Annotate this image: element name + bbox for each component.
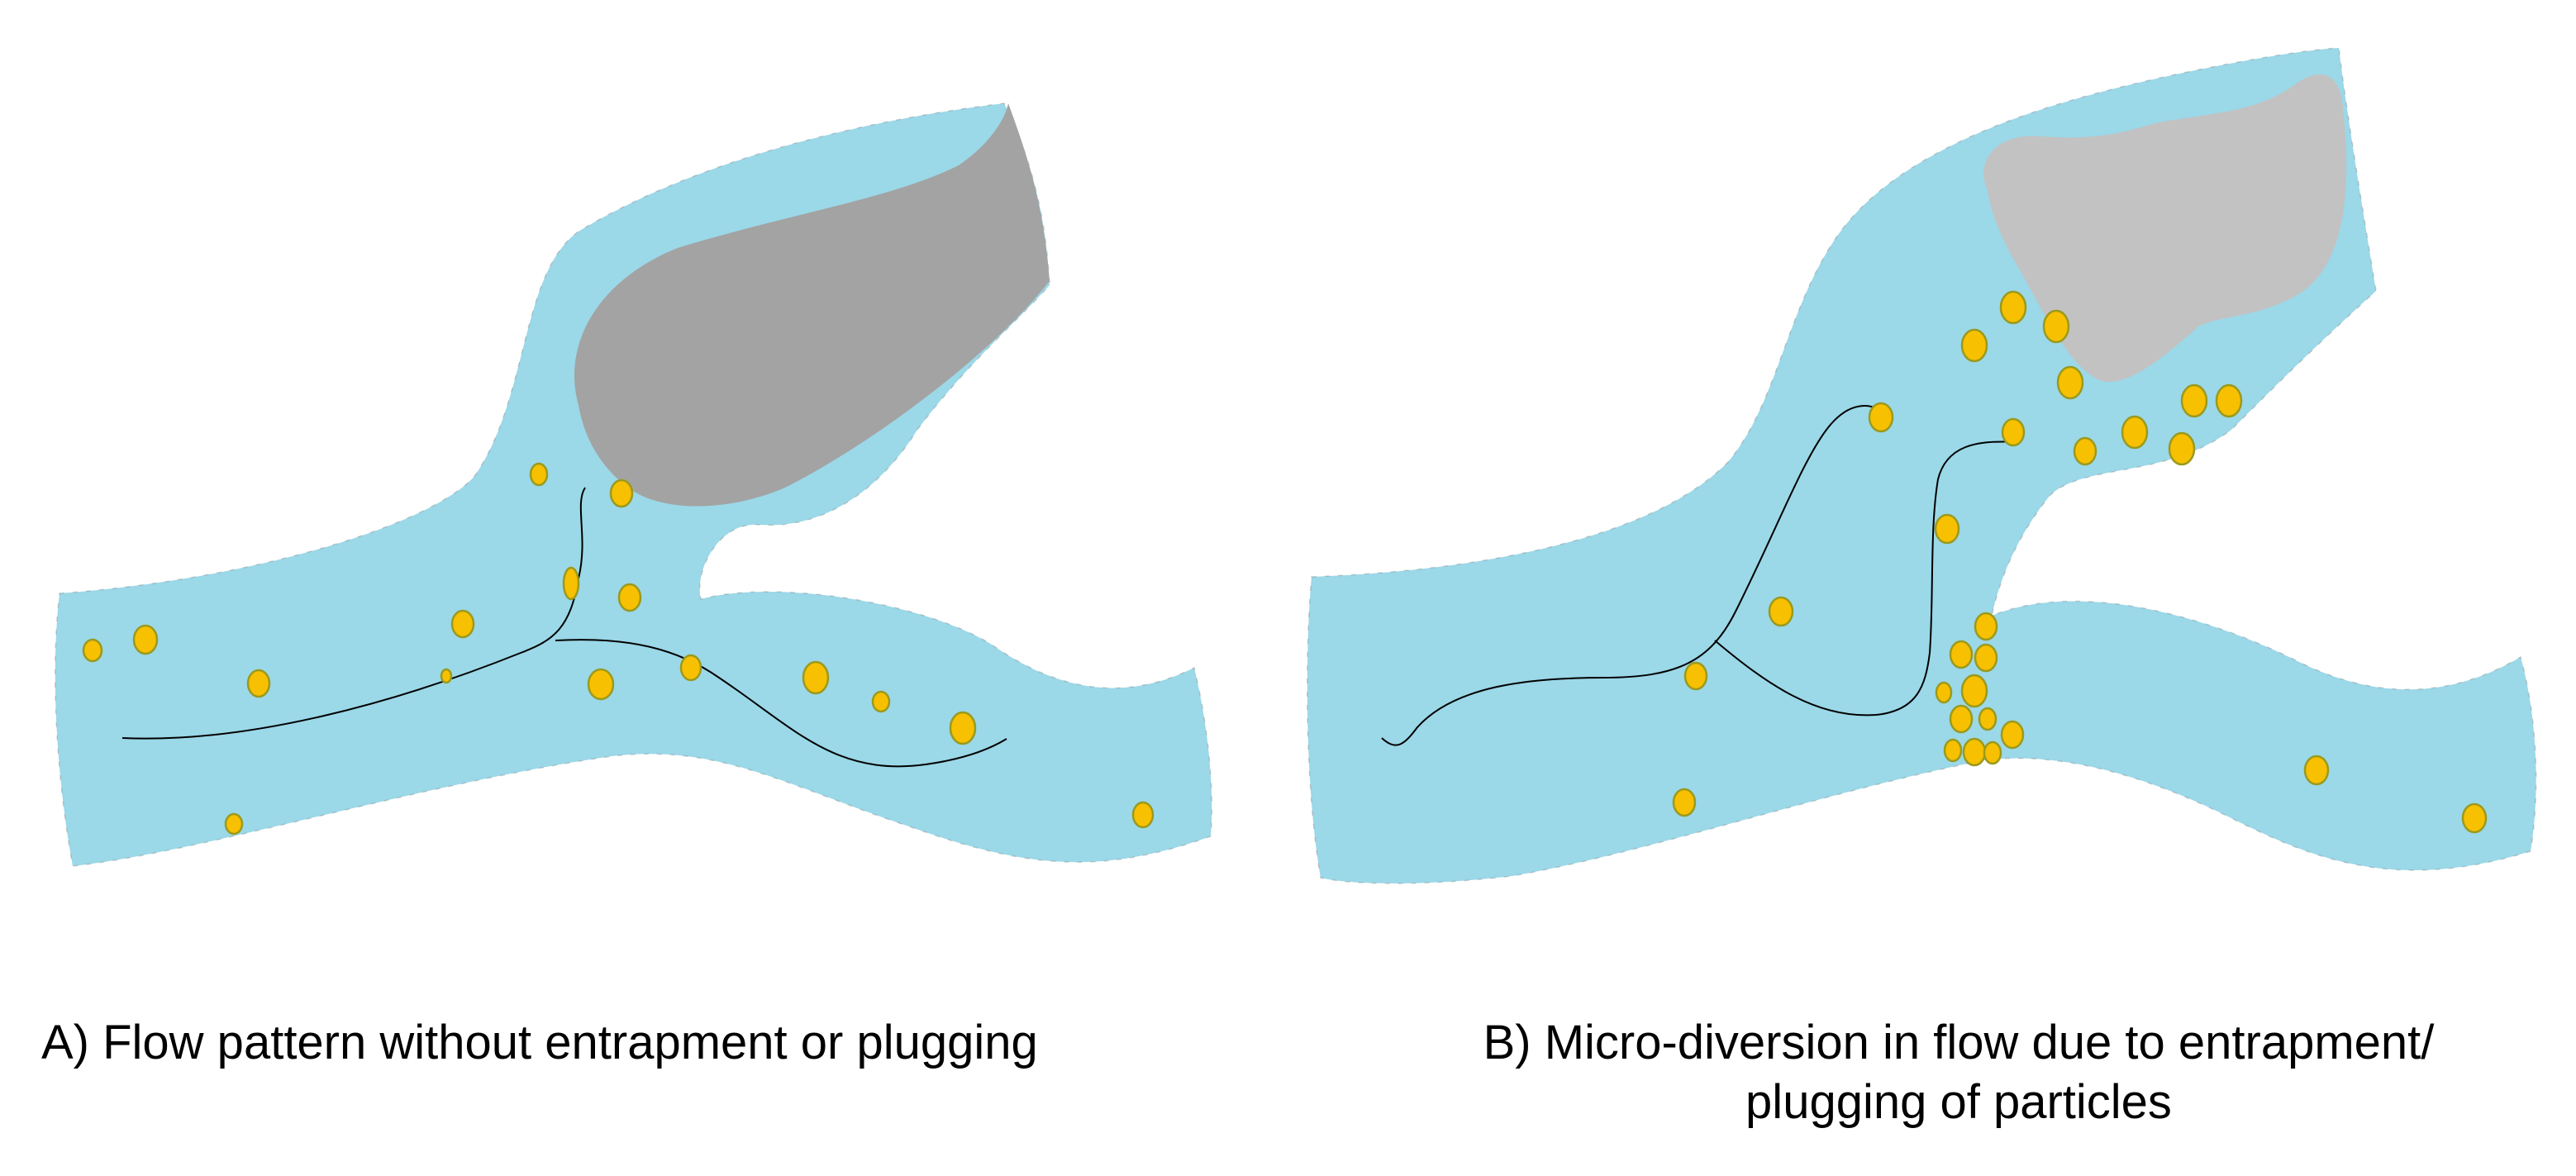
panel-b-particle bbox=[1974, 643, 1998, 673]
panel-a-particle bbox=[440, 668, 453, 684]
panel-b-particle bbox=[1962, 737, 1987, 767]
panel-b-particle bbox=[2056, 365, 2084, 400]
panel-a-particle bbox=[949, 711, 977, 745]
panel-a-particle bbox=[224, 812, 244, 836]
caption-b-line1: B) Micro-diversion in flow due to entrap… bbox=[1483, 1016, 2435, 1069]
panel-a-particle bbox=[871, 690, 891, 713]
particles-a bbox=[82, 462, 1155, 836]
panel-b-particle bbox=[1943, 738, 1963, 763]
panel-a-particle bbox=[132, 624, 159, 655]
panel-a-particle bbox=[617, 583, 642, 612]
panel-a-particle bbox=[529, 462, 549, 487]
panel-b-particle bbox=[2215, 383, 2243, 418]
panel-a-particle bbox=[679, 654, 702, 682]
panel-b-particle bbox=[1949, 704, 1974, 734]
panel-b-particle bbox=[2180, 383, 2208, 418]
panel-a-particle bbox=[609, 478, 634, 508]
panel-a-particle bbox=[587, 668, 615, 701]
rock-grain-b bbox=[1983, 74, 2347, 382]
panel-b-particle bbox=[2042, 309, 2070, 344]
panel-a-particle bbox=[450, 609, 475, 639]
panel-b-particle bbox=[1672, 788, 1697, 817]
panel-a-particle bbox=[802, 660, 830, 695]
panel-b-particle bbox=[1960, 674, 1988, 708]
caption-b-line2: plugging of particles bbox=[1745, 1075, 2172, 1129]
panel-b-particle bbox=[2121, 415, 2149, 450]
panel-a bbox=[55, 102, 1213, 867]
rock-grain-a bbox=[574, 103, 1050, 507]
panel-b-particle bbox=[2073, 436, 2097, 466]
panel-b bbox=[1307, 47, 2537, 884]
streamline-b-main bbox=[1381, 405, 1883, 746]
particles-b bbox=[1672, 290, 2488, 834]
caption-a: A) Flow pattern without entrapment or pl… bbox=[41, 1016, 1038, 1069]
panel-b-particle bbox=[1999, 290, 2027, 325]
panel-b-particle bbox=[2303, 755, 2330, 786]
panel-b-particle bbox=[1768, 596, 1794, 627]
panel-a-particle bbox=[1131, 801, 1155, 829]
panel-b-particle bbox=[1978, 707, 1997, 731]
streamline-a-main bbox=[121, 487, 586, 740]
panel-a-particle bbox=[82, 638, 103, 663]
panel-b-particle bbox=[2001, 417, 2026, 447]
panel-b-particle bbox=[1983, 740, 2002, 765]
pore-channel-b bbox=[1307, 47, 2537, 884]
streamline-b-branch bbox=[1714, 440, 2017, 717]
panel-b-particle bbox=[1683, 661, 1708, 691]
panel-b-particle bbox=[1934, 513, 1960, 545]
panel-a-particle bbox=[562, 566, 580, 601]
panel-b-particle bbox=[2000, 720, 2025, 750]
panel-b-particle bbox=[1960, 328, 1988, 363]
caption-b: B) Micro-diversion in flow due to entrap… bbox=[1355, 1013, 2562, 1132]
panel-b-particle bbox=[2461, 802, 2488, 834]
streamline-a-branch bbox=[555, 639, 1007, 768]
panel-b-particle bbox=[1935, 681, 1953, 704]
panel-a-particle bbox=[246, 669, 271, 698]
panel-b-particle bbox=[1974, 612, 1998, 641]
panel-b-particle bbox=[2168, 431, 2196, 466]
panel-b-particle bbox=[1868, 402, 1894, 433]
panel-b-particle bbox=[1949, 640, 1974, 669]
